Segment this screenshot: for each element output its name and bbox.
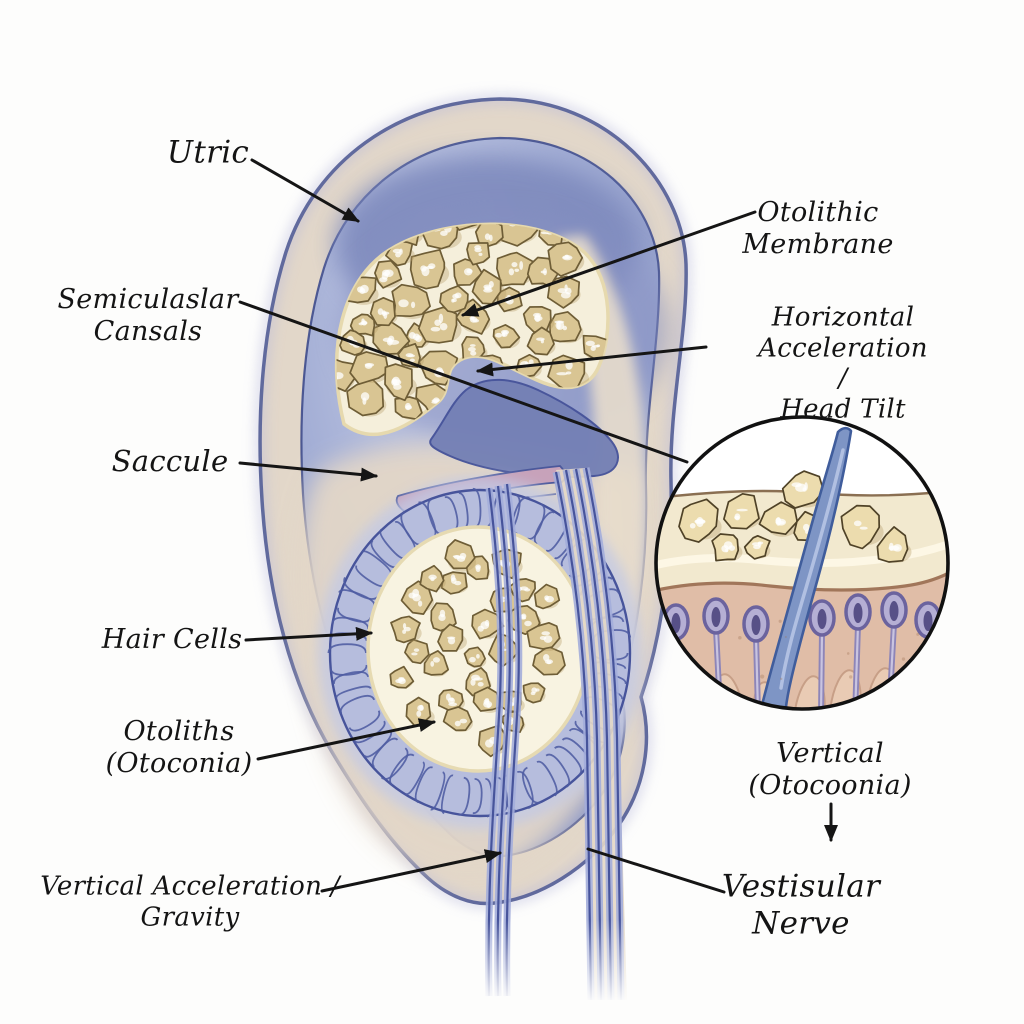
label-vertical-otoconia: Vertical (Otocoonia) xyxy=(748,738,912,801)
magnified-inset xyxy=(654,415,950,711)
leader-saccule xyxy=(238,461,378,482)
label-vertical-acceleration: Vertical Acceleration / Gravity xyxy=(40,871,340,932)
vestibular-nerve-fibers xyxy=(485,467,627,1001)
leader-utricle xyxy=(250,158,360,223)
label-vestibular-nerve: Vestisular Nerve xyxy=(721,868,881,941)
utricle-macula xyxy=(334,222,610,437)
saccule-otoconia-crystals xyxy=(389,539,566,758)
utricle-otoconia-crystals xyxy=(336,224,609,420)
tissue-top-line xyxy=(656,566,948,594)
leader-hair-cells xyxy=(244,626,373,642)
leader-otoliths xyxy=(256,718,436,761)
fiber-fadeout xyxy=(400,920,690,1024)
label-otolithic-membrane: Otolithic Membrane xyxy=(742,197,894,260)
leader-horizontal-acceleration xyxy=(476,345,708,377)
leader-vertical-acceleration xyxy=(320,849,502,893)
label-horizontal-acceleration: Horizontal Acceleration / Head Tilt xyxy=(758,302,928,425)
leader-lines xyxy=(238,158,838,894)
tissue-speckles xyxy=(738,619,920,680)
leader-vestibular-nerve xyxy=(586,847,726,894)
leader-otolithic-membrane xyxy=(461,210,757,317)
label-hair-cells: Hair Cells xyxy=(101,624,243,656)
saccule xyxy=(318,477,642,829)
leader-semicircular-canals xyxy=(238,300,689,464)
label-utricle: Utric xyxy=(166,134,250,171)
inset-outline xyxy=(654,415,950,711)
label-semicircular-canals: Semiculaslar Cansals xyxy=(57,284,239,347)
utricle-cavity-tongue xyxy=(429,378,619,479)
label-otoliths: Otoliths (Otoconia) xyxy=(105,716,253,779)
inner-ear-illustration xyxy=(255,93,692,1024)
label-saccule: Saccule xyxy=(111,443,229,478)
